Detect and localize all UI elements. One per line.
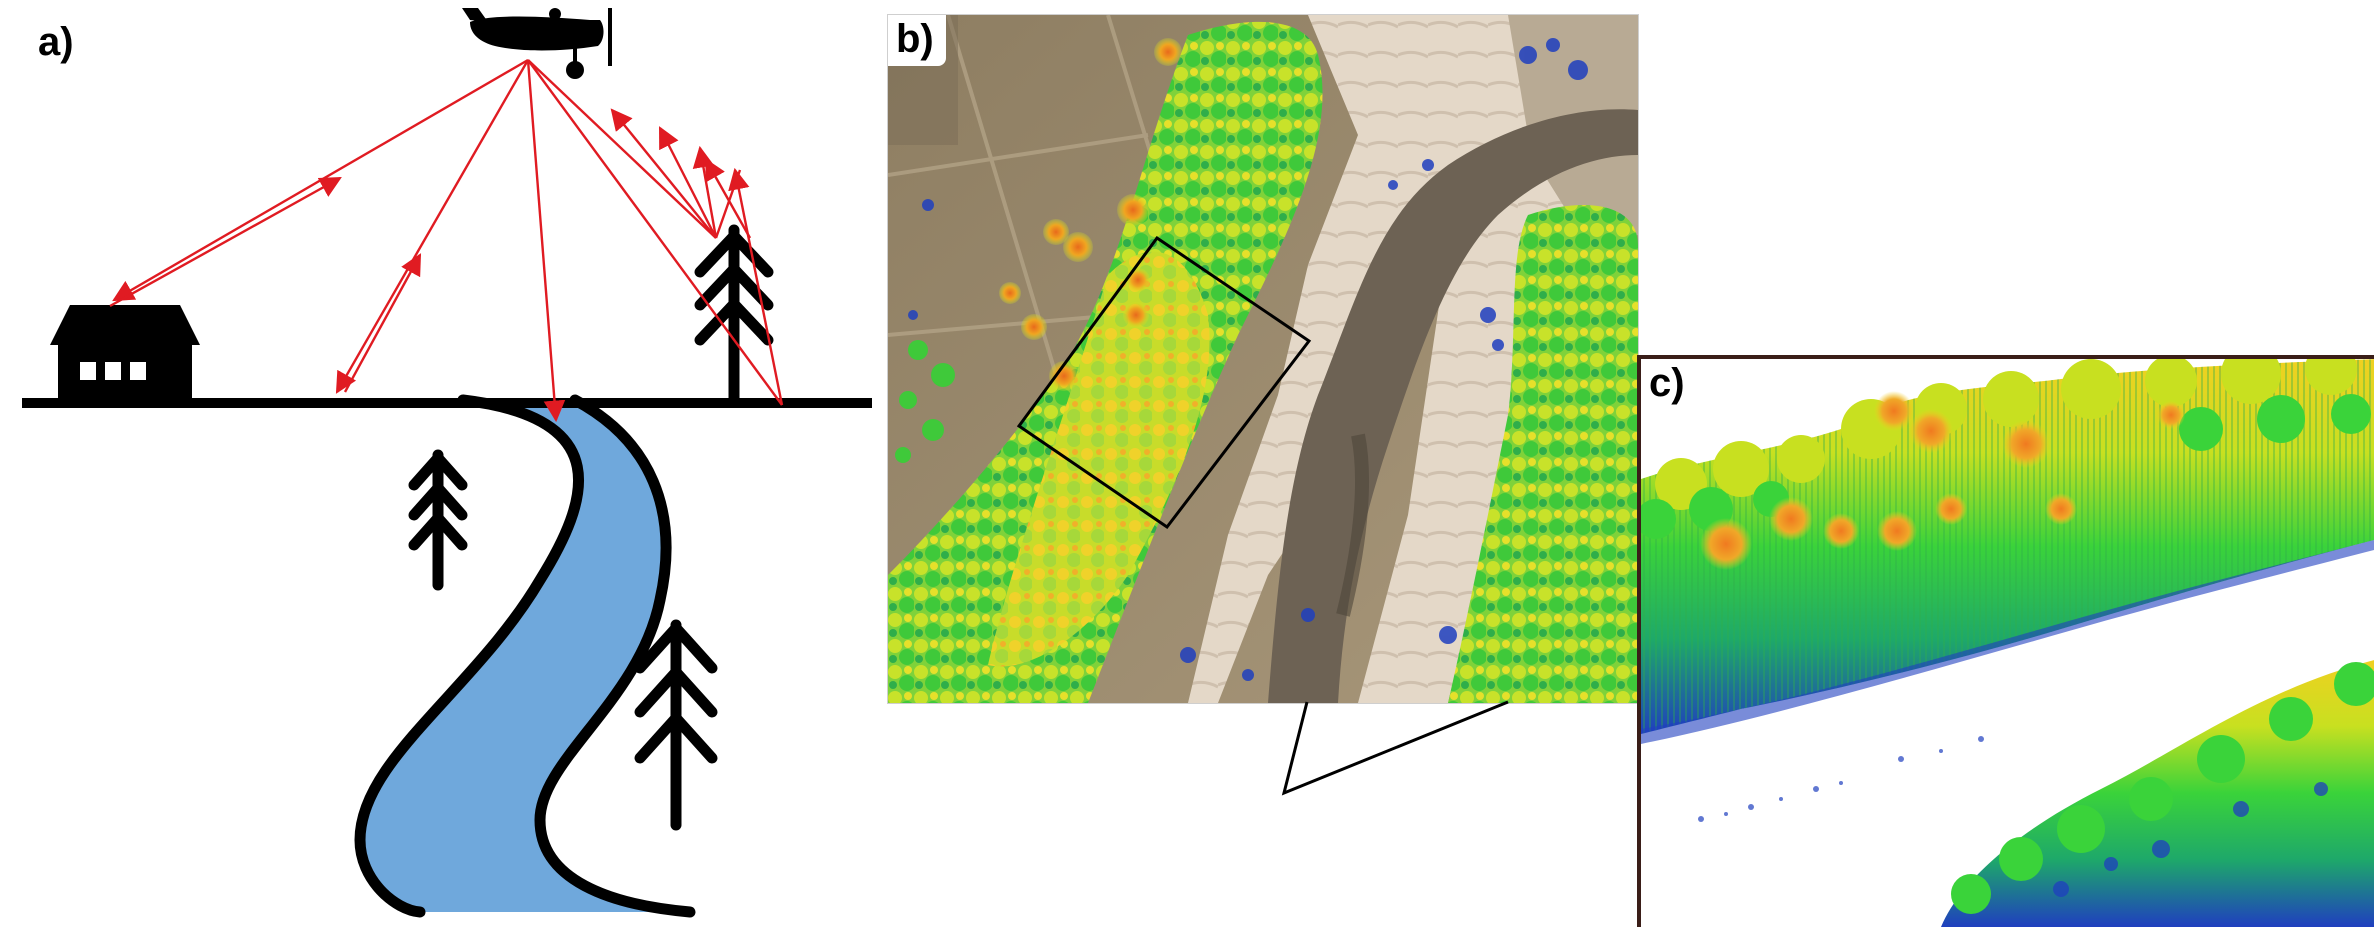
orthophoto-map [888,15,1638,703]
tall-tree-crowns [1700,391,2185,570]
point-cloud-view [1641,359,2374,927]
lidar-schematic-drawing [22,8,872,918]
conifer-tree-icon [634,619,718,831]
airplane-icon [462,8,612,79]
panel-b-orthophoto-lidar-overlay: b) [887,14,1639,704]
panel-b-label: b) [888,15,946,66]
laser-pulses [109,58,784,423]
panel-a-lidar-schematic: a) [0,0,880,923]
conifer-tree-icon [408,449,468,591]
river-icon [354,394,696,918]
conifer-tree-icon [694,224,774,406]
study-area-outline [1016,235,1312,530]
panel-a-label: a) [38,20,74,64]
tall-tree-crowns [999,38,1182,391]
house-icon [50,305,200,403]
panel-c-lidar-point-cloud: c) [1637,355,2374,927]
panel-c-label: c) [1641,359,1697,412]
